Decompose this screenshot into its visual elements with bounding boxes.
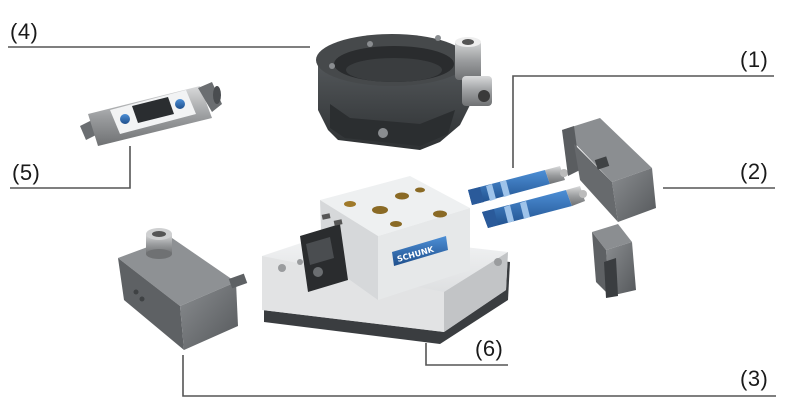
bracket-lower [592, 224, 636, 298]
sensor-upper [468, 166, 568, 205]
part-connector-box [118, 228, 248, 350]
part-inline-sensor [80, 82, 222, 146]
leader-lines [8, 46, 776, 397]
sensor-lower [482, 186, 587, 228]
callout-label-1: (1) [740, 47, 769, 72]
part-proximity-sensors [468, 166, 587, 228]
leader-line-1 [512, 75, 774, 168]
callout-label-5: (5) [12, 160, 41, 185]
part-mounting-brackets [562, 118, 656, 298]
part-base-module: SCHUNK [262, 176, 510, 344]
leader-line-5 [10, 146, 131, 189]
callout-label-2: (2) [740, 159, 769, 184]
leader-line-6 [425, 343, 508, 366]
callout-label-3: (3) [740, 366, 769, 391]
callout-label-4: (4) [10, 19, 39, 44]
leader-line-3 [182, 355, 776, 397]
bracket-upper [562, 118, 656, 222]
part-ring-adapter [316, 34, 492, 150]
callout-label-6: (6) [475, 336, 504, 361]
